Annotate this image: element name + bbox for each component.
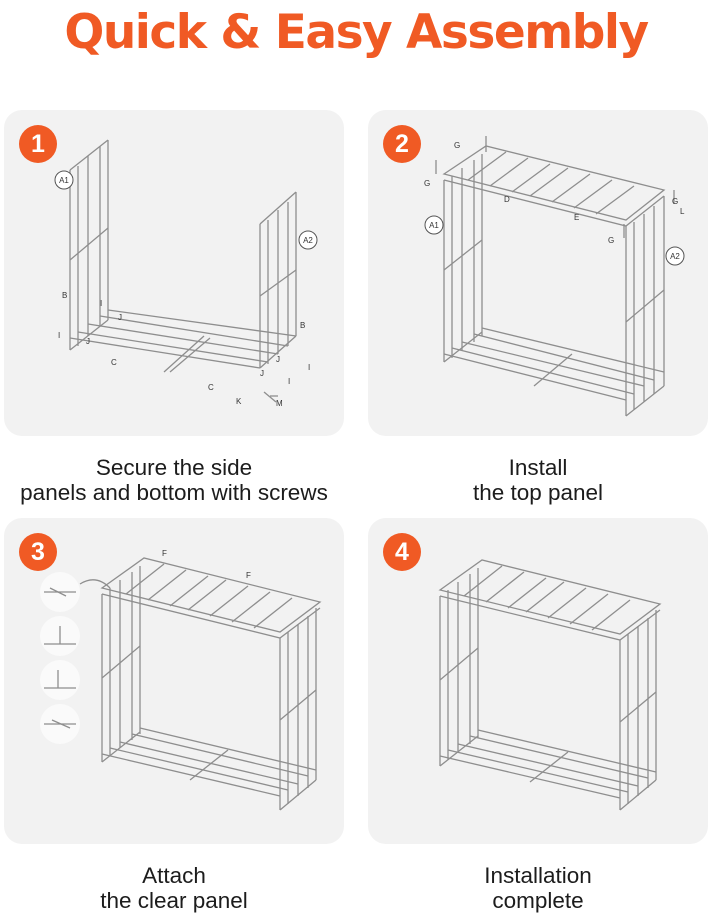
part-label-g1: G (454, 141, 460, 150)
step-1-caption: Secure the side panels and bottom with s… (4, 455, 344, 505)
part-label-i4: I (288, 377, 290, 386)
part-label-a1: A1 (429, 221, 439, 230)
part-label-i3: I (308, 363, 310, 372)
step-3-caption: Attach the clear panel (4, 863, 344, 913)
step-2-illustration: A1 A2 D E G G G G L (424, 136, 685, 417)
step-2-caption: Install the top panel (368, 455, 708, 505)
caption-line: Install (508, 455, 568, 480)
part-label-e: E (574, 213, 579, 222)
step-1-panel: A1 A2 B B C C I I I I J J J J K M 1 (4, 110, 344, 436)
part-label-k: K (236, 397, 242, 406)
part-label-j2: J (86, 337, 90, 346)
part-label-m: M (276, 399, 283, 408)
caption-line: complete (492, 888, 584, 913)
part-label-c1: C (111, 358, 117, 367)
step-number-badge: 1 (19, 125, 57, 163)
part-label-j4: J (260, 369, 264, 378)
caption-line: the clear panel (100, 888, 248, 913)
part-label-g4: G (672, 197, 678, 206)
step-1-illustration: A1 A2 B B C C I I I I J J J J K M (54, 139, 318, 408)
step-4-illustration (438, 559, 662, 811)
part-label-i2: I (58, 331, 60, 340)
part-label-b2: B (300, 321, 305, 330)
page-title: Quick & Easy Assembly (64, 5, 649, 60)
part-label-a2: A2 (303, 236, 313, 245)
part-label-c2: C (208, 383, 214, 392)
caption-line: Attach (142, 863, 206, 888)
part-label-l: L (680, 207, 685, 216)
part-label-j1: J (118, 313, 122, 322)
step-number-badge: 3 (19, 533, 57, 571)
caption-line: the top panel (472, 480, 604, 505)
step-3-panel: F F 3 (4, 518, 344, 844)
part-label-g2: G (424, 179, 430, 188)
part-label-b1: B (62, 291, 67, 300)
part-label-f2: F (246, 571, 251, 580)
part-label-a2: A2 (670, 252, 680, 261)
step-number-badge: 4 (383, 533, 421, 571)
step-4-panel: 4 (368, 518, 708, 844)
caption-line: Installation (484, 863, 592, 888)
part-label-i1: I (100, 299, 102, 308)
step-4-caption: Installation complete (368, 863, 708, 913)
step-2-panel: A1 A2 D E G G G G L 2 (368, 110, 708, 436)
caption-line: panels and bottom with screws (20, 480, 328, 505)
step-number-badge: 2 (383, 125, 421, 163)
step-3-illustration: F F (40, 549, 322, 811)
part-label-f1: F (162, 549, 167, 558)
part-label-d: D (504, 195, 510, 204)
caption-line: Secure the side (95, 455, 253, 480)
part-label-j3: J (276, 355, 280, 364)
part-label-g3: G (608, 236, 614, 245)
part-label-a1: A1 (59, 176, 69, 185)
